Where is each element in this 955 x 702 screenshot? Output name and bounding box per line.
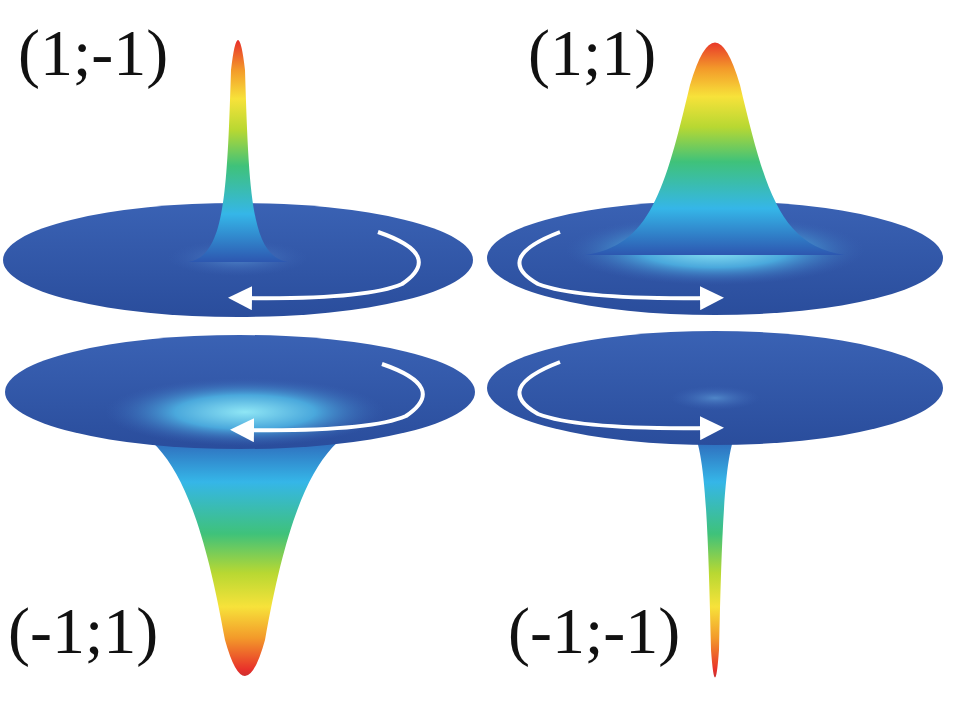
charge-label: (1;1) (528, 20, 656, 86)
charge-label: (-1;-1) (508, 598, 680, 664)
charge-label: (-1;1) (8, 598, 158, 664)
charge-label: (1;-1) (18, 20, 168, 86)
